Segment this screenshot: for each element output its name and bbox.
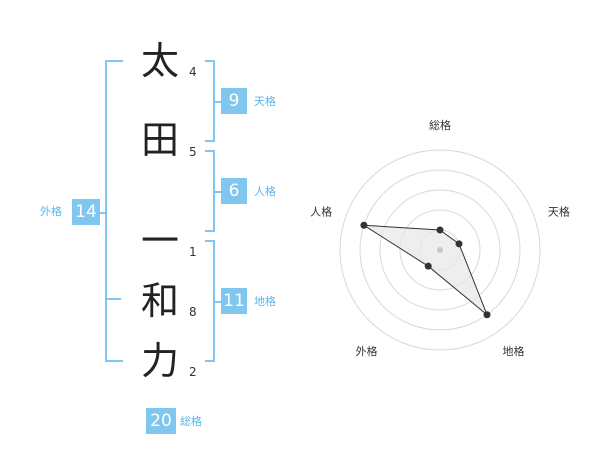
tenkaku-value: 9 [221, 88, 247, 114]
gaikaku-bracket-stem [99, 212, 105, 214]
chikaku-label: 地格 [254, 295, 276, 308]
radar-center-dot [437, 247, 443, 253]
chikaku-value: 11 [221, 288, 247, 314]
radar-shape [363, 224, 488, 316]
stroke-count-2: 5 [189, 145, 197, 159]
name-char-3: 一 [141, 219, 180, 263]
radar-axis-label-4: 人格 [310, 204, 332, 218]
stroke-count-4: 8 [189, 305, 197, 319]
radar-axis-label-3: 外格 [356, 344, 378, 358]
stroke-count-1: 4 [189, 65, 197, 79]
stroke-count-5: 2 [189, 365, 197, 379]
radar-point-0 [436, 226, 444, 234]
gaikaku-label: 外格 [40, 205, 62, 218]
radar-ring-5 [339, 149, 541, 351]
tenkaku-bracket [205, 60, 215, 142]
jinkaku-label: 人格 [254, 185, 276, 198]
radar-ring-2 [399, 209, 481, 291]
jinkaku-value: 6 [221, 178, 247, 204]
name-char-5: 力 [141, 339, 180, 383]
name-char-4: 和 [141, 279, 180, 323]
tenkaku-label: 天格 [254, 95, 276, 108]
radar-ring-3 [379, 189, 501, 311]
chikaku-bracket [205, 240, 215, 362]
radar-axis-label-0: 総格 [429, 118, 451, 132]
radar-axis-label-2: 地格 [502, 344, 524, 358]
name-char-2: 田 [141, 118, 180, 162]
soukaku-label: 総格 [180, 415, 202, 428]
name-char-1: 太 [141, 39, 180, 83]
chikaku-bracket-stem [215, 301, 221, 303]
tenkaku-bracket-stem [215, 101, 221, 103]
soukaku-value: 20 [146, 408, 176, 434]
radar-point-1 [455, 240, 463, 248]
radar-point-3 [424, 262, 432, 270]
radar-points [360, 221, 491, 319]
radar-ring-4 [359, 169, 521, 331]
jinkaku-bracket [205, 150, 215, 232]
jinkaku-bracket-stem [215, 191, 221, 193]
radar-axis-label-1: 天格 [548, 204, 570, 218]
gaikaku-bracket-tick [107, 298, 121, 300]
radar-point-4 [360, 221, 368, 229]
stroke-count-3: 1 [189, 245, 197, 259]
gaikaku-bracket [105, 60, 123, 362]
gaikaku-value: 14 [72, 199, 100, 225]
radar-point-2 [483, 311, 491, 319]
